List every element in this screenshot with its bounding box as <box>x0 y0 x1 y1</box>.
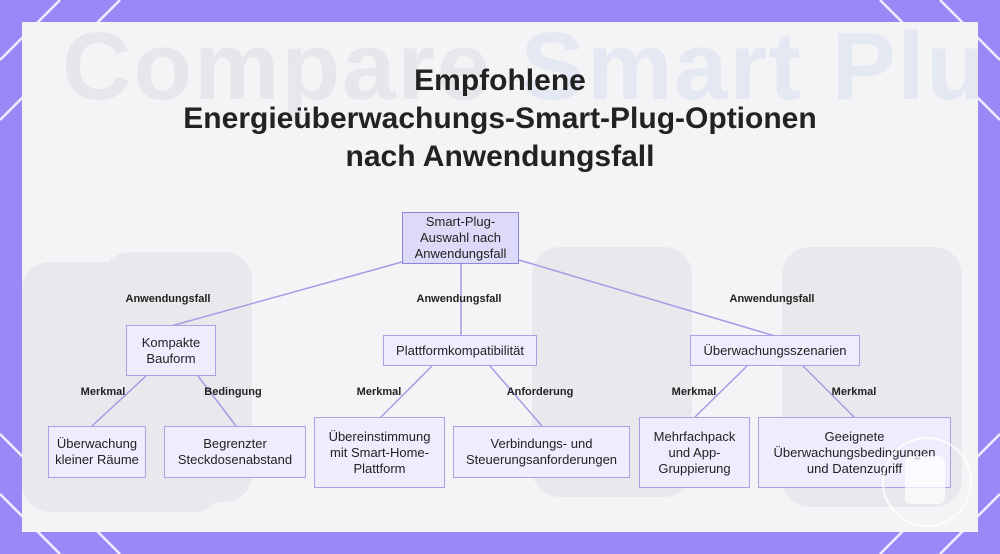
edge-label-anforderung: Anforderung <box>506 386 574 398</box>
edge-label-anwendungsfall: Anwendungsfall <box>416 293 502 305</box>
node-uebereinstimmung-smart-home: Übereinstimmung mit Smart-Home-Plattform <box>314 417 445 488</box>
watermark-badge <box>882 437 972 527</box>
node-begrenzter-steckdosenabstand: Begrenzter Steckdosenabstand <box>164 426 306 478</box>
edge-label-merkmal: Merkmal <box>80 386 126 398</box>
edge-kompakte-steckdose <box>197 375 237 427</box>
node-plattformkompatibilitaet: Plattformkompatibilität <box>383 335 537 366</box>
node-kompakte-bauform: Kompakte Bauform <box>126 325 216 376</box>
edge-ueberwachung-mehrfach <box>693 365 748 419</box>
node-ueberwachungsszenarien: Überwachungsszenarien <box>690 335 860 366</box>
node-mehrfachpack-app-gruppierung: Mehrfachpack und App-Gruppierung <box>639 417 750 488</box>
edge-root-kompakte <box>170 261 403 327</box>
background-watermark: Compare Smart Plug <box>62 22 978 120</box>
edge-ueberwachung-bedingungen <box>802 365 856 419</box>
edge-plattform-verbindung <box>489 365 543 427</box>
edge-plattform-smarthome <box>379 365 433 419</box>
diagram-title: Empfohlene Energieüberwachungs-Smart-Plu… <box>183 64 817 173</box>
edge-label-merkmal: Merkmal <box>356 386 402 398</box>
edge-root-ueberwachung <box>518 259 776 337</box>
edge-label-merkmal: Merkmal <box>671 386 717 398</box>
edge-label-bedingung: Bedingung <box>204 386 262 398</box>
watermark-badge-icon <box>905 456 945 504</box>
node-ueberwachung-kleiner-raeume: Überwachung kleiner Räume <box>48 426 146 478</box>
edge-kompakte-raeume <box>91 375 147 427</box>
edge-label-anwendungsfall: Anwendungsfall <box>125 293 211 305</box>
edge-label-anwendungsfall: Anwendungsfall <box>729 293 815 305</box>
node-verbindungs-steuerung: Verbindungs- und Steuerungsanforderungen <box>453 426 630 478</box>
edge-label-merkmal: Merkmal <box>831 386 877 398</box>
node-root-smart-plug-auswahl: Smart-Plug-Auswahl nach Anwendungsfall <box>402 212 519 264</box>
